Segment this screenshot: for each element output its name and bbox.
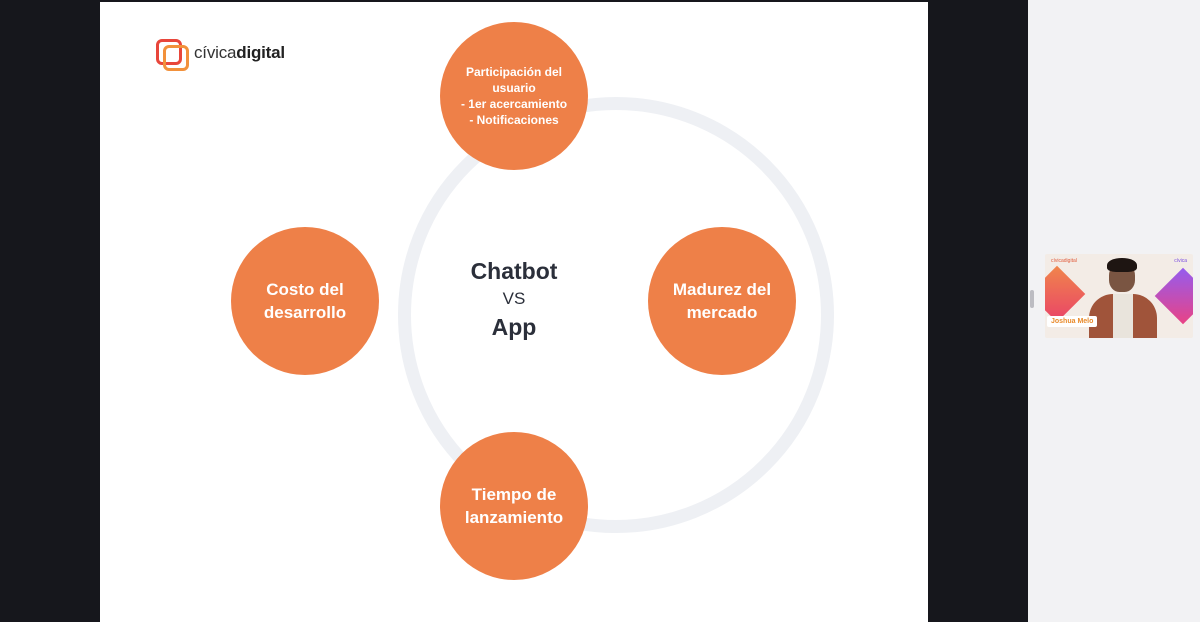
node-left-line1: Costo del	[266, 278, 343, 301]
node-top-title-line2: usuario	[492, 80, 535, 96]
logo-mark-icon	[154, 36, 188, 70]
node-development-cost: Costo del desarrollo	[231, 227, 379, 375]
center-line-app: App	[430, 312, 598, 342]
civica-digital-logo: cívicadigital	[154, 36, 285, 70]
node-top-bullet1: - 1er acercamiento	[461, 96, 567, 112]
logo-prefix: cívica	[194, 43, 236, 62]
center-line-vs: VS	[430, 286, 598, 312]
diagram-center-title: Chatbot VS App	[430, 256, 598, 342]
participant-shirt	[1113, 294, 1133, 338]
node-bottom-line1: Tiempo de	[472, 483, 557, 506]
node-market-maturity: Madurez del mercado	[648, 227, 796, 375]
participant-video-tile[interactable]: cívicadigital cívica Joshua Melo	[1045, 254, 1193, 338]
node-top-bullet2: - Notificaciones	[469, 112, 558, 128]
tile-logo-right: cívica	[1174, 258, 1187, 264]
tile-decoration-left	[1045, 266, 1085, 323]
node-top-title-line1: Participación del	[466, 64, 562, 80]
participant-name-tag: Joshua Melo	[1047, 316, 1097, 327]
presentation-slide: cívicadigital Participación del usuario …	[100, 2, 928, 622]
node-user-participation: Participación del usuario - 1er acercami…	[440, 22, 588, 170]
node-left-line2: desarrollo	[264, 301, 346, 324]
panel-resize-handle[interactable]	[1030, 290, 1034, 308]
node-launch-time: Tiempo de lanzamiento	[440, 432, 588, 580]
node-right-line2: mercado	[687, 301, 758, 324]
logo-suffix: digital	[236, 43, 285, 62]
tile-decoration-right	[1155, 268, 1193, 325]
logo-text: cívicadigital	[194, 43, 285, 63]
node-right-line1: Madurez del	[673, 278, 771, 301]
center-line-chatbot: Chatbot	[430, 256, 598, 286]
tile-logo-left: cívicadigital	[1051, 258, 1077, 264]
participant-hair	[1107, 258, 1137, 272]
node-bottom-line2: lanzamiento	[465, 506, 563, 529]
